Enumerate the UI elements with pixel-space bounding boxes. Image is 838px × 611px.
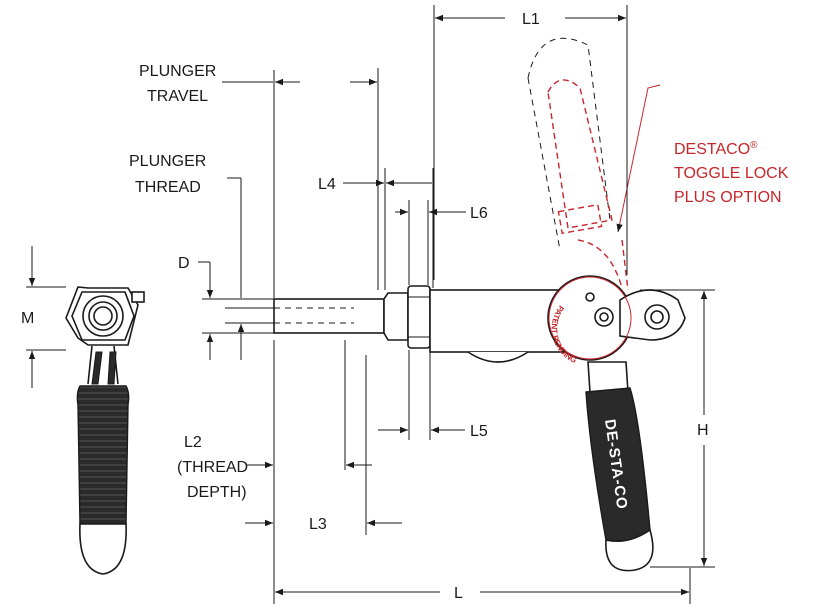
rear-pin-inner [650, 310, 664, 324]
end-bore-inner [93, 306, 113, 326]
travel-label-1: PLUNGER [139, 63, 216, 80]
l1-label: L1 [522, 11, 540, 28]
l5-label: L5 [470, 423, 488, 440]
end-fork-left [91, 351, 103, 385]
patent-ring [548, 276, 632, 360]
callout-leader [616, 84, 661, 233]
callout-line1: DESTACO® [674, 140, 758, 158]
end-handle-knob [79, 523, 127, 575]
jam-nut [407, 285, 431, 349]
end-view [26, 246, 145, 575]
handle-neck [587, 361, 629, 393]
clamp-foot [467, 351, 529, 363]
l4-label: L4 [318, 176, 336, 193]
side-view [273, 275, 686, 363]
open-handle-outline [527, 37, 611, 221]
toggle-lock-dash [621, 239, 629, 291]
handle-open-position [527, 37, 629, 291]
l-label: L [454, 585, 463, 602]
handle-knob [605, 528, 654, 572]
callout-line2: TOGGLE LOCK [674, 165, 789, 182]
l6-label: L6 [470, 205, 488, 222]
thread-label-1: PLUNGER [129, 153, 206, 170]
open-handle-left [527, 77, 561, 251]
plunger-rod [273, 298, 385, 334]
end-fork-right [107, 351, 117, 385]
main-handle: DE-STA-CO [585, 361, 654, 572]
callout-line3: PLUS OPTION [674, 189, 782, 206]
toggle-lock-arc [577, 239, 623, 289]
d-label: D [178, 255, 190, 272]
plunger-shoulder [383, 292, 409, 341]
h-label: H [697, 422, 709, 439]
pivot-upper [585, 292, 595, 302]
l3-label: L3 [309, 516, 327, 533]
l2-label-3: DEPTH) [187, 484, 247, 501]
thread-label-2: THREAD [135, 179, 201, 196]
end-pin [131, 291, 145, 303]
pivot-inner [599, 312, 609, 322]
toggle-lock-outline [547, 79, 613, 229]
l2-label-2: (THREAD [177, 459, 248, 476]
l2-label-1: L2 [184, 434, 202, 451]
m-label: M [21, 310, 34, 327]
toggle-lock-latch [557, 203, 603, 235]
end-handle-grip [76, 385, 130, 531]
travel-label-2: TRAVEL [147, 88, 208, 105]
